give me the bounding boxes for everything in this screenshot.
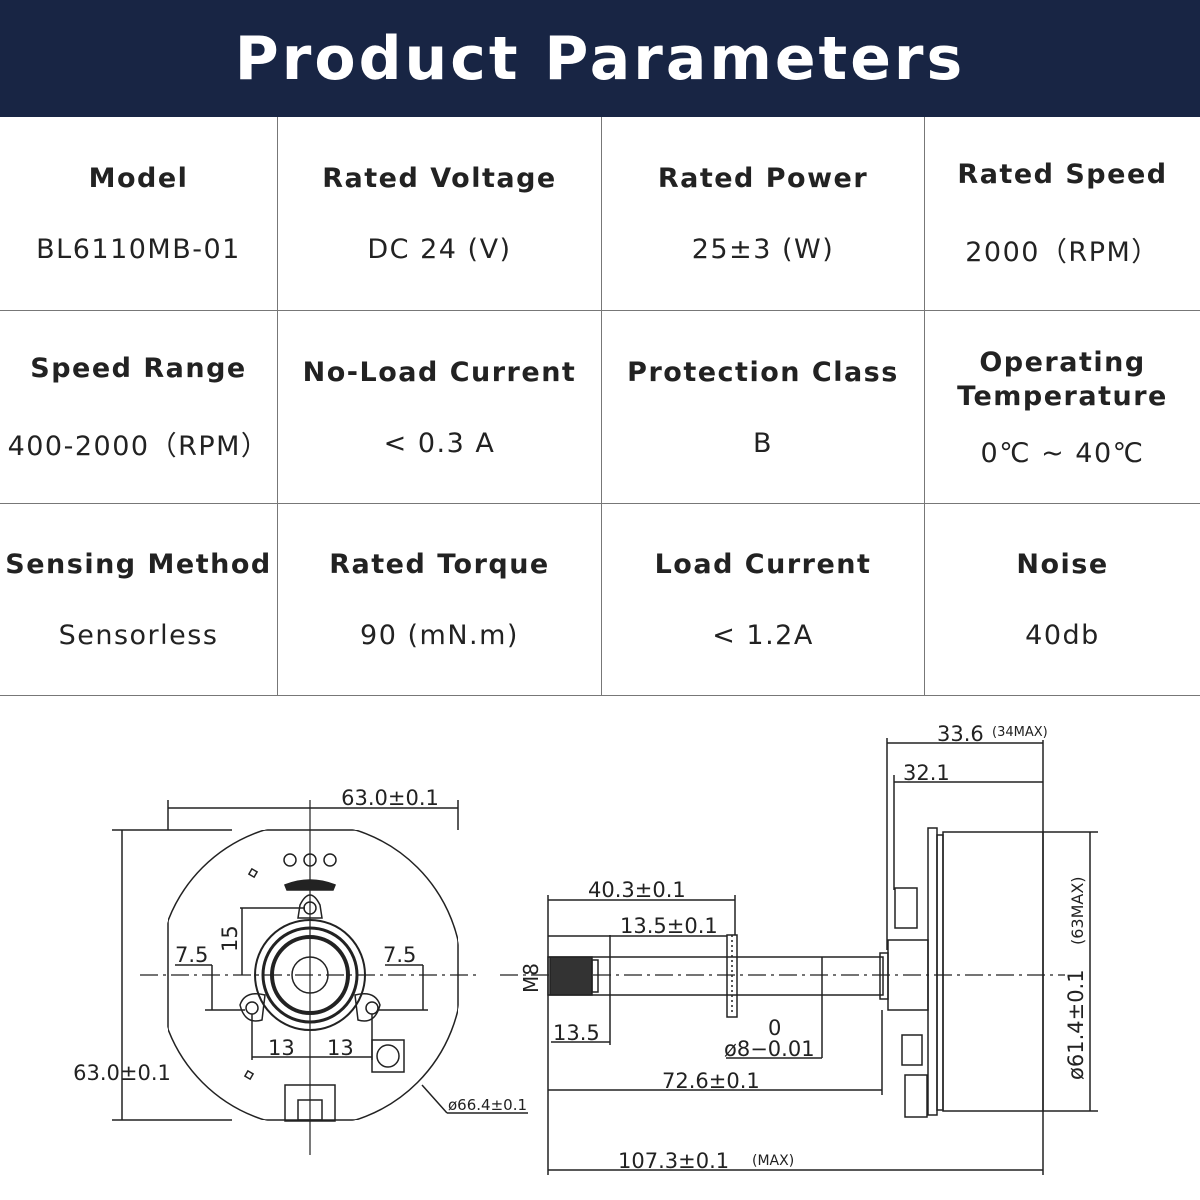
param-value: 2000（RPM） — [965, 237, 1160, 268]
dim-hole-span-left: 13 — [268, 1036, 295, 1060]
param-cell-rated-speed: Rated Speed 2000（RPM） — [925, 117, 1200, 311]
dim-hole-top: 15 — [218, 925, 242, 952]
param-cell-no-load-current: No-Load Current < 0.3 A — [278, 311, 602, 504]
param-label: Sensing Method — [5, 549, 272, 580]
front-view: 63.0±0.1 63.0±0.1 ø66.4±0.1 15 7.5 7.5 1… — [73, 786, 528, 1155]
param-cell-noise: Noise 40db — [925, 504, 1200, 696]
param-label: Rated Speed — [957, 159, 1168, 190]
dim-shaft-tol-upper: 0 — [768, 1016, 781, 1040]
param-label: Model — [88, 163, 189, 194]
dim-32-1: 32.1 — [903, 761, 950, 785]
header-banner: Product Parameters — [0, 0, 1200, 117]
dim-body-diameter-note: (63MAX) — [1068, 876, 1087, 945]
dim-13-5: 13.5 — [553, 1021, 600, 1045]
page-title: Product Parameters — [234, 23, 966, 94]
dim-hole-offset-right: 7.5 — [383, 943, 416, 967]
param-value: 400-2000（RPM） — [7, 430, 270, 462]
param-label: Speed Range — [30, 352, 247, 384]
dim-front-height: 63.0±0.1 — [73, 1061, 171, 1085]
param-label: Protection Class — [627, 356, 899, 388]
dim-107-3-note: (MAX) — [752, 1153, 794, 1169]
dim-13-5-tol: 13.5±0.1 — [620, 914, 718, 938]
dim-107-3: 107.3±0.1 — [618, 1149, 729, 1173]
param-label: Operating Temperature — [957, 346, 1168, 412]
param-value: 40db — [1025, 620, 1100, 651]
dim-shaft-diameter: ø8−0.01 — [724, 1037, 815, 1061]
side-view: M8 40.3±0.1 13.5±0.1 13.5 0 ø8−0.01 72.6… — [500, 722, 1098, 1175]
param-cell-rated-torque: Rated Torque 90 (mN.m) — [278, 504, 602, 696]
param-label: Rated Power — [657, 163, 869, 194]
dim-33-6-note: (34MAX) — [992, 725, 1048, 740]
param-value: 25±3 (W) — [691, 234, 835, 265]
param-value: B — [752, 427, 774, 459]
param-cell-load-current: Load Current < 1.2A — [602, 504, 925, 696]
param-value: 0℃ ~ 40℃ — [980, 437, 1145, 469]
param-label: Load Current — [654, 549, 872, 580]
dim-hole-span-right: 13 — [327, 1036, 354, 1060]
dim-body-diameter: ø61.4±0.1 — [1064, 969, 1088, 1080]
dimension-drawing: 63.0±0.1 63.0±0.1 ø66.4±0.1 15 7.5 7.5 1… — [73, 722, 1098, 1175]
param-label: Rated Torque — [329, 549, 550, 580]
param-cell-rated-power: Rated Power 25±3 (W) — [602, 117, 925, 311]
param-value: Sensorless — [58, 620, 219, 651]
param-label: No-Load Current — [302, 356, 577, 388]
param-label: Rated Voltage — [322, 163, 557, 194]
param-label: Noise — [1016, 549, 1109, 580]
dim-40-3: 40.3±0.1 — [588, 878, 686, 902]
param-value: BL6110MB-01 — [36, 234, 241, 265]
dim-front-diameter: ø66.4±0.1 — [448, 1096, 527, 1114]
param-value: 90 (mN.m) — [360, 620, 519, 651]
param-cell-operating-temperature: Operating Temperature 0℃ ~ 40℃ — [925, 311, 1200, 504]
param-cell-speed-range: Speed Range 400-2000（RPM） — [0, 311, 278, 504]
dim-33-6: 33.6 — [937, 722, 984, 746]
param-value: < 1.2A — [712, 620, 814, 651]
dim-72-6: 72.6±0.1 — [662, 1069, 760, 1093]
param-value: DC 24 (V) — [367, 234, 512, 265]
dim-hole-offset-left: 7.5 — [175, 943, 208, 967]
param-cell-rated-voltage: Rated Voltage DC 24 (V) — [278, 117, 602, 311]
dim-thread: M8 — [519, 963, 543, 993]
dim-front-width: 63.0±0.1 — [341, 786, 439, 810]
param-value: < 0.3 A — [383, 427, 496, 459]
